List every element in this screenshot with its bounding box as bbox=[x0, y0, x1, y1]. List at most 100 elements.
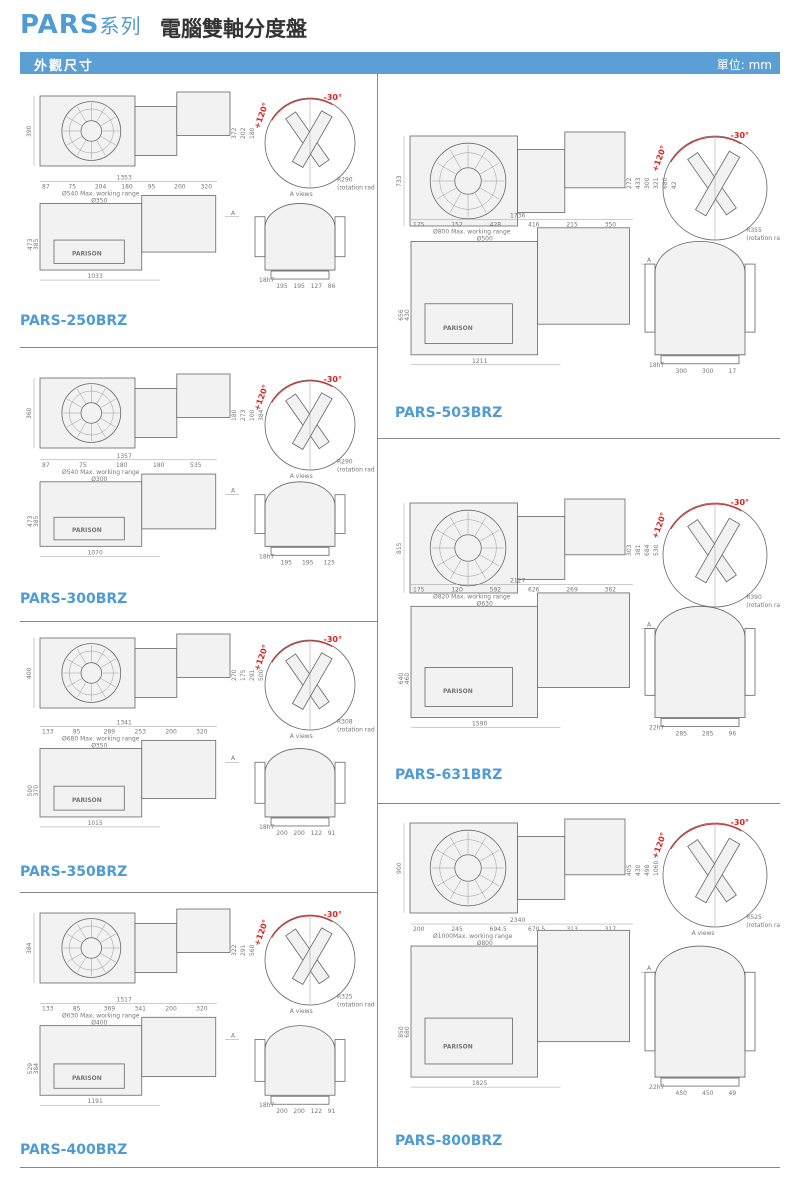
angle-negative-label: -30° bbox=[324, 910, 342, 919]
radius-label: R308 bbox=[337, 718, 353, 725]
height-label: 473 bbox=[27, 238, 34, 250]
side-dimension-label: 86 bbox=[328, 283, 336, 290]
segment-dimension-label: 175 bbox=[413, 586, 425, 593]
angle-negative-label: -30° bbox=[731, 818, 749, 827]
trunnion-base bbox=[53, 516, 125, 541]
t-slot-line bbox=[100, 398, 116, 408]
radius-label: R355 bbox=[746, 227, 762, 234]
height-label: 500 bbox=[27, 785, 34, 797]
total-length-label: 1353 bbox=[117, 174, 132, 181]
motor-housing bbox=[141, 195, 217, 253]
t-slot-line bbox=[449, 836, 462, 856]
width-dimension-label: 405 bbox=[626, 864, 633, 876]
total-length-label: 1736 bbox=[510, 212, 525, 219]
sub-height-label: 385 bbox=[33, 515, 40, 527]
t-slot-line bbox=[449, 516, 462, 536]
tilt-arc bbox=[670, 503, 742, 530]
section-bar: 外觀尺寸 單位: mm bbox=[20, 52, 780, 74]
segment-dimension-label: 313 bbox=[566, 926, 578, 933]
total-length-label: 1517 bbox=[117, 997, 132, 1004]
side-flange bbox=[334, 761, 346, 804]
t-slot-line bbox=[77, 648, 86, 664]
width-dimension-label: 291 bbox=[240, 944, 247, 956]
motor-housing bbox=[141, 473, 217, 530]
t-slot-line bbox=[77, 422, 86, 438]
side-flange bbox=[744, 628, 756, 696]
top-height-label: 815 bbox=[396, 542, 403, 554]
top-height-label: 900 bbox=[396, 862, 403, 874]
table-circle bbox=[80, 402, 102, 424]
t-slot-line bbox=[66, 116, 82, 126]
height-label: 473 bbox=[27, 515, 34, 527]
segment-dimension-label: 200 bbox=[165, 1006, 177, 1013]
height-label: 640 bbox=[398, 673, 405, 685]
side-flange bbox=[744, 971, 756, 1052]
motor-box bbox=[176, 633, 231, 678]
segment-dimension-label: 180 bbox=[116, 462, 128, 469]
total-length-label: 1341 bbox=[117, 720, 132, 727]
side-dimension-label: 96 bbox=[729, 731, 737, 738]
t-slot-line bbox=[77, 957, 86, 973]
top-view-housing bbox=[517, 516, 566, 580]
width-dimension-label: 381 bbox=[635, 544, 642, 556]
base-length-label: 1590 bbox=[472, 721, 487, 728]
divider bbox=[377, 438, 780, 439]
working-range-label: Ø540 Max. working range bbox=[62, 190, 140, 197]
side-dimension-label: 200 bbox=[276, 830, 288, 837]
side-dimension-label: 300 bbox=[702, 368, 714, 375]
segment-dimension-label: 626 bbox=[528, 586, 540, 593]
model-label: PARS-800BRZ bbox=[395, 1133, 503, 1149]
t-slot-line bbox=[436, 187, 456, 200]
front-view-body bbox=[39, 748, 143, 818]
side-dimension-label: 200 bbox=[276, 1108, 288, 1115]
view-a-label: A bbox=[231, 488, 236, 495]
t-slot-line bbox=[475, 193, 487, 213]
trunnion-base bbox=[53, 1063, 125, 1089]
sub-height-label: 680 bbox=[404, 1026, 411, 1038]
t-slot-line bbox=[96, 388, 106, 404]
width-dimension-label: 322 bbox=[231, 944, 238, 956]
segment-dimension-label: 416 bbox=[528, 221, 540, 228]
t-slot-line bbox=[475, 880, 487, 900]
t-slot-line bbox=[66, 933, 82, 943]
sub-height-label: 384 bbox=[33, 1063, 40, 1075]
radius-label: R290 bbox=[337, 458, 353, 465]
side-view-body bbox=[264, 203, 336, 271]
segment-dimension-label: 269 bbox=[566, 586, 578, 593]
table-circle bbox=[80, 937, 102, 959]
t-slot-line bbox=[475, 149, 487, 169]
angle-positive-label: +120° bbox=[252, 643, 270, 672]
t-slot-line bbox=[480, 529, 500, 542]
divider bbox=[20, 621, 377, 622]
model-label: PARS-350BRZ bbox=[20, 864, 128, 880]
side-dimension-label: 18h7 bbox=[259, 277, 274, 284]
angle-negative-label: -30° bbox=[731, 131, 749, 140]
segment-dimension-label: 152 bbox=[451, 221, 463, 228]
brand-plate: PARISON bbox=[72, 250, 102, 257]
width-dimension-label: 291 bbox=[249, 669, 256, 681]
tilt-body bbox=[291, 110, 333, 168]
width-dimension-label: 430 bbox=[635, 864, 642, 876]
segment-dimension-label: 87 bbox=[42, 183, 50, 190]
side-dimension-label: 195 bbox=[281, 559, 293, 566]
angle-positive-label: +120° bbox=[252, 383, 270, 412]
table-circle bbox=[80, 120, 102, 142]
motor-housing bbox=[537, 929, 630, 1043]
radius-label: R290 bbox=[337, 176, 353, 183]
width-dimension-label: 42 bbox=[671, 181, 678, 189]
t-slot-line bbox=[436, 162, 456, 175]
width-dimension-label: 180 bbox=[231, 409, 238, 421]
segment-dimension-label: 535 bbox=[190, 462, 202, 469]
side-dimension-label: 122 bbox=[311, 1108, 323, 1115]
side-dimension-label: 125 bbox=[324, 559, 336, 566]
side-dimension-label: 285 bbox=[702, 731, 714, 738]
angle-positive-label: +120° bbox=[650, 831, 668, 860]
segment-dimension-label: 253 bbox=[135, 729, 147, 736]
t-slot-line bbox=[66, 678, 82, 688]
motor-box bbox=[564, 818, 626, 876]
